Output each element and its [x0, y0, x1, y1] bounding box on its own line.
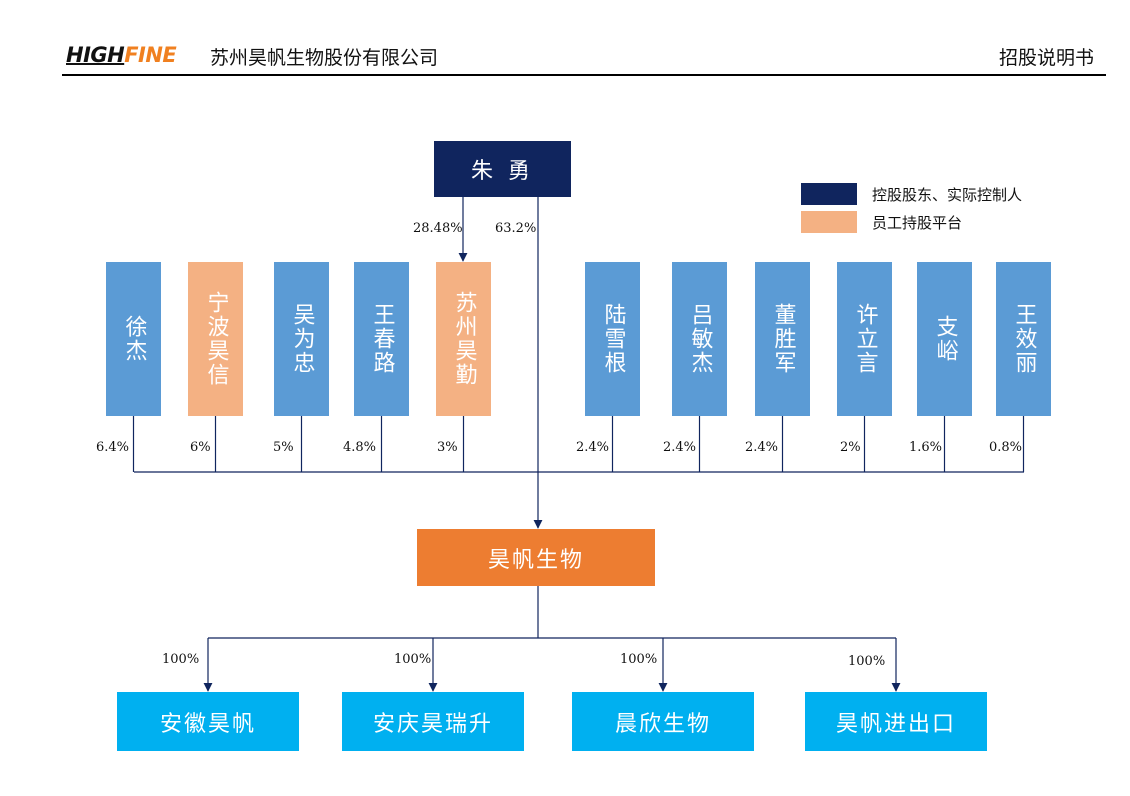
subsidiary-name: 安庆昊瑞升 — [372, 711, 493, 737]
shareholder-pct-label: 1.6% — [909, 440, 943, 455]
shareholder-drop-lines — [132, 416, 1025, 472]
shareholder-name: 陆雪根 — [600, 303, 626, 375]
shareholder-name: 徐杰 — [121, 315, 147, 363]
legend-swatch-controller — [801, 183, 857, 205]
shareholder-pct-label: 4.8% — [343, 440, 377, 455]
logo-text-fine: FINE — [124, 43, 177, 67]
subsidiary-box: 安庆昊瑞升 — [342, 692, 524, 751]
shareholder-box: 吴为忠 — [274, 262, 329, 416]
subsidiary-box: 昊帆进出口 — [805, 692, 987, 751]
subsidiary-arrows — [203, 638, 901, 692]
subsidiary-box: 安徽昊帆 — [117, 692, 299, 751]
shareholder-pct-label: 2.4% — [745, 440, 779, 455]
legend-label-platform: 员工持股平台 — [872, 214, 963, 232]
shareholder-box: 陆雪根 — [585, 262, 640, 416]
shareholder-name: 苏州昊勤 — [451, 291, 477, 387]
subsidiary-name: 昊帆进出口 — [835, 711, 956, 737]
subsidiary-box: 晨欣生物 — [572, 692, 754, 751]
shareholder-box: 王效丽 — [996, 262, 1051, 416]
company-box-label: 昊帆生物 — [487, 547, 584, 573]
legend-swatch-platform — [801, 211, 857, 233]
company-logo: HIGHFINE — [66, 43, 177, 67]
page-header: HIGHFINE 苏州昊帆生物股份有限公司 招股说明书 — [62, 40, 1106, 76]
shareholder-name: 王效丽 — [1011, 303, 1037, 375]
shareholder-name: 宁波昊信 — [203, 291, 229, 387]
document-title: 招股说明书 — [998, 47, 1094, 69]
shareholder-name: 吴为忠 — [289, 303, 315, 375]
shareholder-box: 董胜军 — [755, 262, 810, 416]
shareholder-box: 徐杰 — [106, 262, 161, 416]
shareholder-box: 许立言 — [837, 262, 892, 416]
subsidiary-pct-label: 100% — [848, 654, 886, 669]
shareholder-pct-label: 2% — [840, 440, 861, 455]
shareholder-box: 苏州昊勤 — [436, 262, 491, 416]
direct-pct-label: 63.2% — [495, 221, 537, 236]
legend-label-controller: 控股股东、实际控制人 — [872, 186, 1023, 204]
subsidiary-name: 晨欣生物 — [614, 711, 711, 737]
shareholder-box: 宁波昊信 — [188, 262, 243, 416]
controller-box: 朱 勇 — [434, 141, 571, 197]
shareholder-pct-label: 6.4% — [96, 440, 130, 455]
company-name: 苏州昊帆生物股份有限公司 — [210, 47, 439, 69]
shareholder-box: 吕敏杰 — [672, 262, 727, 416]
shareholder-pct-label: 3% — [437, 440, 458, 455]
indirect-pct-label: 28.48% — [413, 221, 463, 236]
shareholder-pct-label: 2.4% — [663, 440, 697, 455]
shareholder-pct-label: 2.4% — [576, 440, 610, 455]
company-box: 昊帆生物 — [417, 529, 655, 586]
shareholder-pct-label: 0.8% — [989, 440, 1023, 455]
subsidiary-pct-label: 100% — [162, 652, 200, 667]
controller-name: 朱 勇 — [471, 159, 534, 184]
logo-text-high: HIGH — [66, 43, 125, 67]
shareholder-name: 王春路 — [369, 303, 395, 375]
shareholder-name: 吕敏杰 — [687, 303, 713, 375]
shareholder-box: 支峪 — [917, 262, 972, 416]
shareholder-pct-label: 5% — [273, 440, 294, 455]
shareholder-name: 支峪 — [932, 315, 958, 363]
shareholder-name: 许立言 — [852, 303, 878, 375]
subsidiary-name: 安徽昊帆 — [159, 711, 256, 737]
shareholder-name: 董胜军 — [770, 303, 796, 375]
shareholder-pct-label: 6% — [190, 440, 211, 455]
subsidiary-pct-label: 100% — [394, 652, 432, 667]
shareholder-box: 王春路 — [354, 262, 409, 416]
subsidiary-pct-label: 100% — [620, 652, 658, 667]
